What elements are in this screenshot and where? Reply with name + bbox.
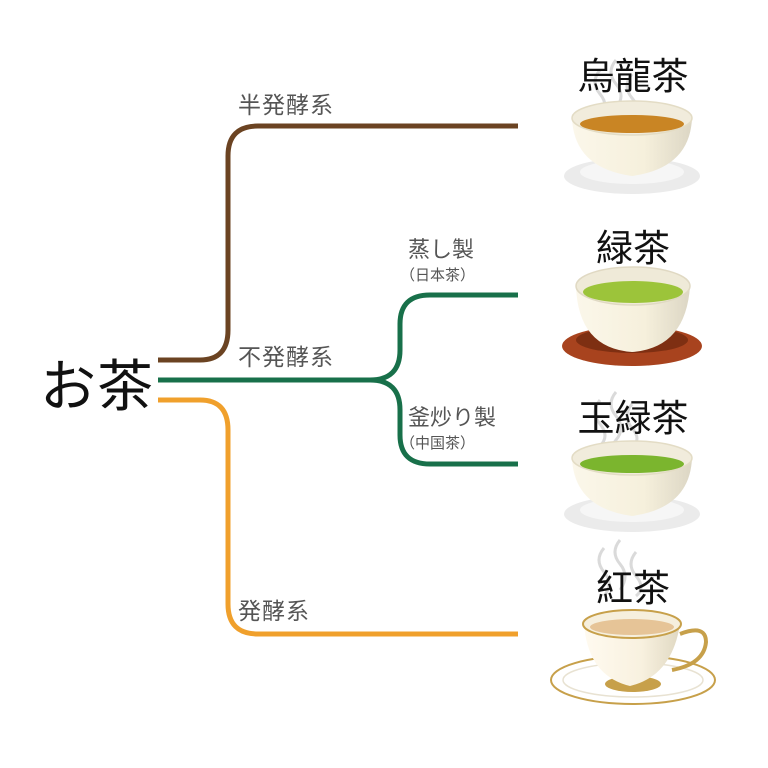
tea-name-tamaryokucha: 玉緑茶	[577, 397, 689, 440]
branch-line-fermented	[158, 397, 518, 637]
sub-label-pan-fired: 釜炒り製	[408, 406, 497, 431]
branch-label-semi-fermented: 半発酵系	[238, 93, 334, 119]
tea-liquid	[590, 619, 674, 635]
sub-note-chinese-tea: （中国茶）	[400, 434, 476, 452]
tea-liquid	[583, 281, 683, 303]
tea-name-green-tea: 緑茶	[596, 227, 670, 270]
sub-note-japanese-tea: （日本茶）	[400, 266, 476, 284]
steam-icon	[597, 539, 643, 598]
sub-label-steamed: 蒸し製	[408, 238, 475, 263]
tea-name-black-tea: 紅茶	[596, 567, 670, 610]
tea-name-oolong: 烏龍茶	[577, 55, 689, 98]
branch-label-fermented: 発酵系	[238, 599, 310, 625]
branch-line-semi-fermented	[158, 123, 518, 363]
branch-line-unfermented	[158, 292, 518, 383]
green-tea-cup-icon	[562, 266, 702, 366]
black-tea-cup-icon	[550, 609, 716, 705]
tea-liquid	[580, 455, 684, 473]
tea-liquid	[580, 115, 684, 133]
branch-label-unfermented: 不発酵系	[238, 345, 334, 371]
root-label: お茶	[40, 355, 154, 420]
tamaryokucha-cup-icon	[564, 440, 700, 532]
oolong-cup-icon	[564, 100, 700, 194]
branch-line-unfermented-pan	[369, 377, 518, 467]
